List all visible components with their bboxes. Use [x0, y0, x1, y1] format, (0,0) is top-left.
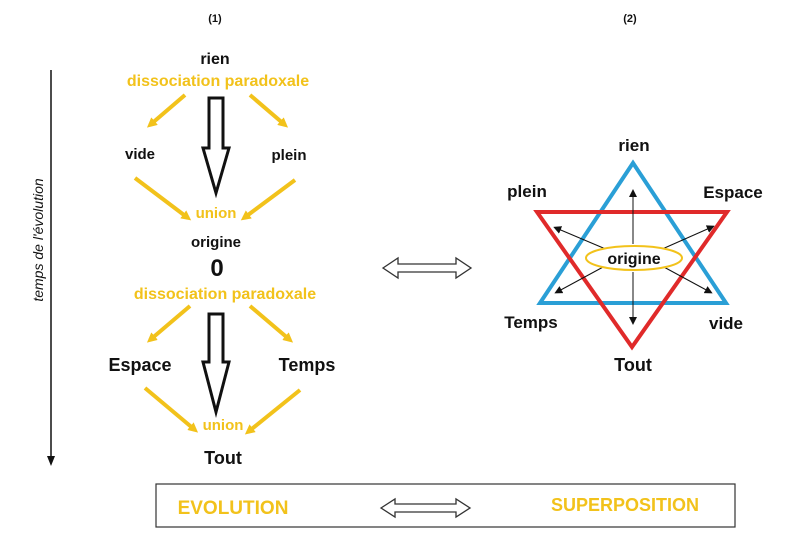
evo-union-top: union: [196, 205, 237, 222]
evo-espace: Espace: [108, 355, 171, 375]
evo-union-bottom: union: [203, 417, 244, 434]
ray-up-left: [553, 226, 609, 251]
arrow-temps-to-union: [244, 388, 302, 435]
sup-rien: rien: [618, 136, 649, 155]
sup-temps: Temps: [504, 313, 558, 332]
hollow-down-arrow-top: [201, 96, 231, 199]
panel-label-left: (1): [208, 13, 222, 25]
hollow-down-arrow-bottom: [201, 312, 231, 418]
evo-rien: rien: [200, 51, 229, 68]
sup-plein: plein: [507, 182, 547, 201]
arrow-to-temps: [248, 304, 294, 343]
footer-evolution: EVOLUTION: [178, 498, 289, 519]
sup-espace: Espace: [703, 183, 763, 202]
evo-vide: vide: [125, 146, 155, 163]
evo-origine: origine: [191, 234, 241, 251]
arrow-to-vide: [146, 93, 187, 128]
double-arrow-middle: [381, 256, 473, 280]
sup-tout: Tout: [614, 355, 652, 375]
arrow-vide-to-union: [133, 176, 192, 221]
arrow-to-plein: [248, 93, 289, 128]
red-triangle: [533, 210, 731, 351]
evo-tout: Tout: [204, 448, 242, 468]
footer-superposition: SUPERPOSITION: [551, 495, 699, 515]
evo-dissociation-top: dissociation paradoxale: [127, 73, 309, 90]
evo-zero: 0: [210, 255, 223, 282]
sup-origine: origine: [607, 251, 660, 268]
panel-label-right: (2): [623, 13, 637, 25]
ray-up-right: [659, 225, 715, 251]
evo-temps: Temps: [279, 355, 336, 375]
ray-down-right: [661, 265, 713, 294]
evo-dissociation-bottom: dissociation paradoxale: [134, 286, 316, 303]
time-axis-arrowhead: [47, 456, 55, 466]
evo-plein: plein: [271, 147, 306, 164]
ray-down-left: [554, 265, 606, 294]
arrow-plein-to-union: [240, 178, 297, 221]
origine-ellipse: [585, 245, 683, 271]
sup-vide: vide: [709, 314, 743, 333]
time-axis-label: temps de l'évolution: [30, 178, 46, 302]
arrow-to-espace: [146, 304, 192, 343]
double-arrow-footer: [379, 497, 472, 519]
arrow-espace-to-union: [143, 386, 199, 433]
